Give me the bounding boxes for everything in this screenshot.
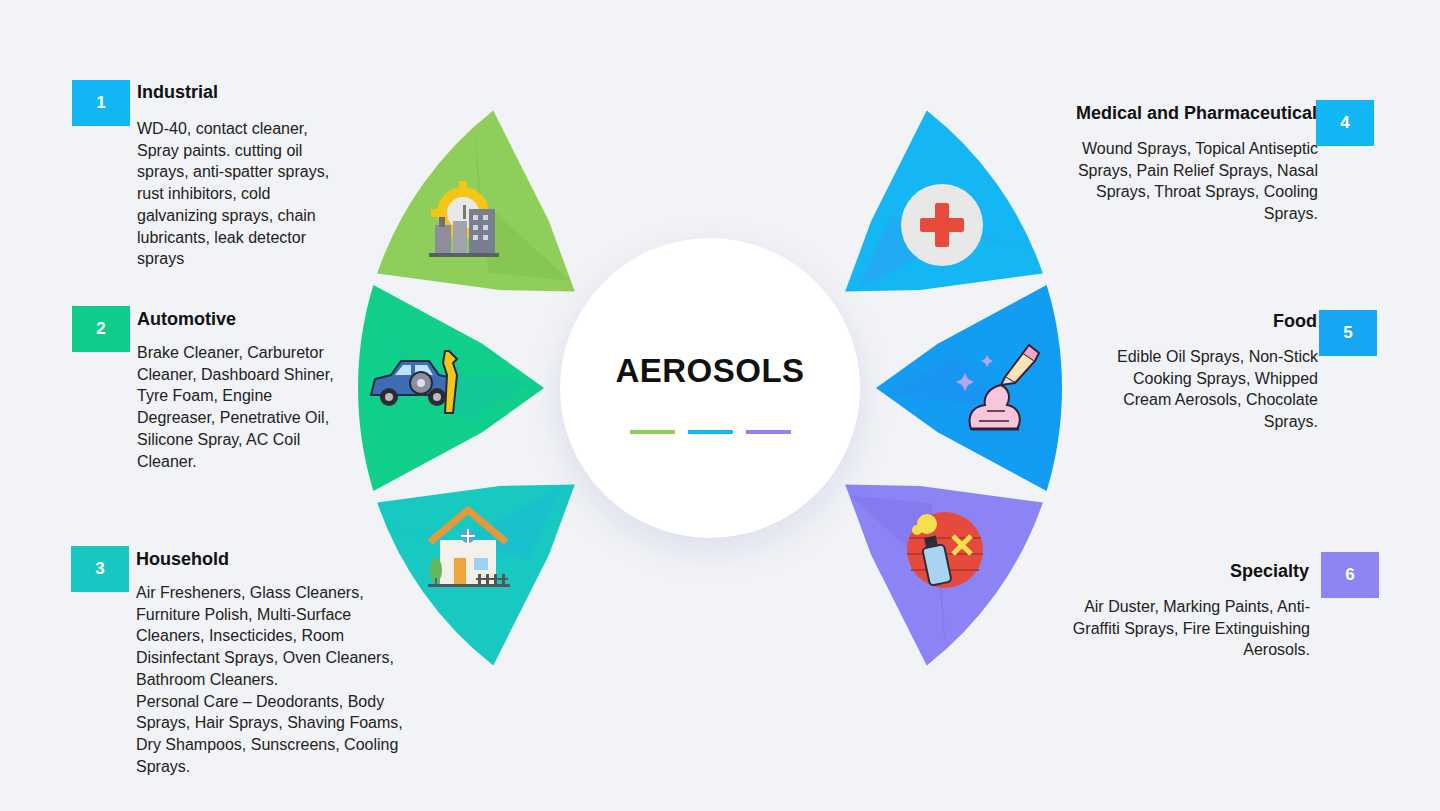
petal-shade [474,126,570,280]
petal-shape [377,484,575,665]
medical-icon [901,184,983,266]
category-body: WD-40, contact cleaner, Spray paints. cu… [137,118,352,270]
number-box: 3HouseholdAir Fresheners, Glass Cleaners… [71,546,129,592]
petals [358,111,1062,666]
center-title: AEROSOLS [560,352,860,390]
callout-number: 5 [1319,310,1377,356]
number-box: 6SpecialtyAir Duster, Marking Paints, An… [1321,552,1379,598]
category-items: Edible Oil Sprays, Non-Stick Cooking Spr… [1103,346,1318,433]
number-box: 5FoodEdible Oil Sprays, Non-Stick Cookin… [1319,310,1377,356]
petal-shape [845,484,1043,665]
category-body: Air Duster, Marking Paints, Anti-Graffit… [1060,596,1310,661]
category-heading: Food [1273,311,1317,332]
category-items: Personal Care – Deodorants, Body Sprays,… [136,691,408,778]
specialty-icon [907,512,983,588]
dash [630,430,675,434]
petal-shade [886,353,1053,467]
callout-number: 1 [72,80,130,126]
factory-icon [429,181,499,257]
dash [688,430,733,434]
category-heading: Automotive [137,309,236,330]
food-icon [956,345,1039,429]
petal-shape [377,111,575,292]
petal-shape [876,285,1062,491]
category-body: Edible Oil Sprays, Non-Stick Cooking Spr… [1103,346,1318,433]
category-body: Brake Cleaner, Carburetor Cleaner, Dashb… [137,342,347,472]
callout-number: 6 [1321,552,1379,598]
category-items: Air Fresheners, Glass Cleaners, Furnitur… [136,582,408,691]
category-body: Air Fresheners, Glass Cleaners, Furnitur… [136,582,408,777]
dash [746,430,791,434]
number-box: 1IndustrialWD-40, contact cleaner, Spray… [72,80,130,126]
category-body: Wound Sprays, Topical Antiseptic Sprays,… [1063,138,1318,225]
house-icon [428,510,510,587]
callout-number: 3 [71,546,129,592]
callout-number: 2 [72,306,130,352]
callout-number: 4 [1316,100,1374,146]
category-items: Wound Sprays, Topical Antiseptic Sprays,… [1063,138,1318,225]
number-box: 4Medical and PharmaceuticalWound Sprays,… [1316,100,1374,146]
category-items: WD-40, contact cleaner, Spray paints. cu… [137,118,352,270]
category-heading: Industrial [137,82,218,103]
color-dashes [560,424,860,444]
petal-shape [358,285,544,491]
category-heading: Specialty [1230,561,1309,582]
number-box: 2AutomotiveBrake Cleaner, Carburetor Cle… [72,306,130,352]
petal-shape [845,111,1043,292]
car-icon [371,351,457,413]
center-circle: AEROSOLS [560,238,860,538]
petal-shade [367,309,534,423]
category-items: Air Duster, Marking Paints, Anti-Graffit… [1060,596,1310,661]
category-heading: Medical and Pharmaceutical [1076,103,1317,124]
category-items: Brake Cleaner, Carburetor Cleaner, Dashb… [137,342,347,472]
category-heading: Household [136,549,229,570]
icons [371,181,1039,588]
